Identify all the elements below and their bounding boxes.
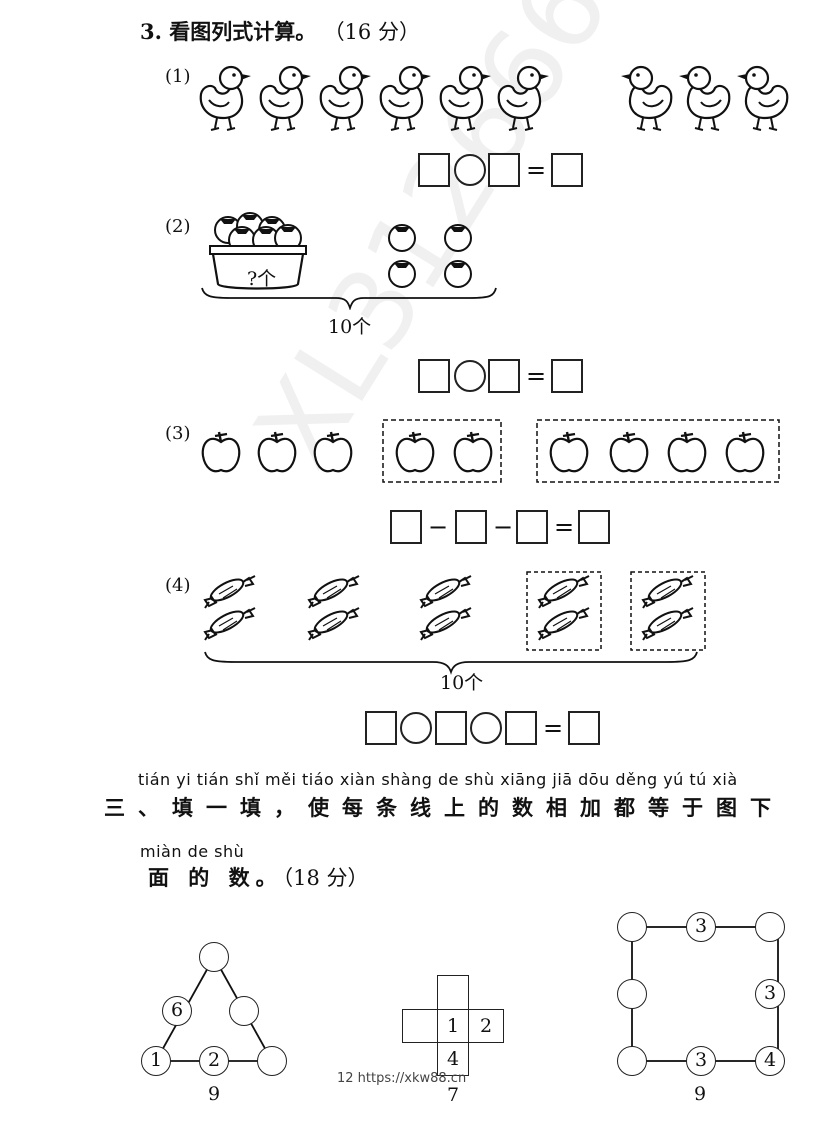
brace-label: 10个 [328, 316, 372, 338]
answer-box[interactable] [365, 711, 397, 745]
answer-box[interactable] [505, 711, 537, 745]
cross-cell-center: 1 [437, 1009, 469, 1043]
section-number: 3. [140, 19, 162, 44]
answer-box[interactable] [418, 359, 450, 393]
square-bottom-mid-node: 3 [686, 1046, 716, 1076]
triangle-right-mid-node[interactable] [229, 996, 259, 1026]
operator-circle[interactable] [470, 712, 502, 744]
answer-box[interactable] [455, 510, 487, 544]
triangle-bottom-mid-node: 2 [199, 1046, 229, 1076]
section-san-points: （18 分） [282, 866, 369, 890]
problem-1-label: (1) [165, 66, 191, 87]
cross-cell-top[interactable] [437, 975, 469, 1010]
operator-circle[interactable] [454, 154, 486, 186]
square-left-mid-node[interactable] [617, 979, 647, 1009]
triangle-bottom-left-node: 1 [141, 1046, 171, 1076]
section-heading: 看图列式计算。 [169, 19, 317, 44]
answer-box[interactable] [578, 510, 610, 544]
answer-box[interactable] [568, 711, 600, 745]
answer-box[interactable] [488, 359, 520, 393]
minus-sign: − [493, 513, 514, 541]
answer-box[interactable] [488, 153, 520, 187]
chicks-illustration [199, 65, 789, 132]
candies-illustration [204, 571, 706, 675]
cross-cell-left[interactable] [402, 1009, 438, 1043]
section-san-title: 三、填一填，使每条线上的数相加都等于图下 [104, 796, 784, 820]
answer-box[interactable] [516, 510, 548, 544]
basket-label: ?个 [247, 268, 277, 290]
problem-4-label: (4) [165, 575, 191, 596]
triangle-left-mid-node: 6 [162, 996, 192, 1026]
equals-sign: = [526, 156, 547, 184]
operator-circle[interactable] [400, 712, 432, 744]
square-top-mid-node: 3 [686, 912, 716, 942]
brace-label: 10个 [440, 672, 484, 694]
square-right-mid-node: 3 [755, 979, 785, 1009]
answer-box[interactable] [418, 153, 450, 187]
section-points: （16 分） [323, 20, 420, 44]
equals-sign: = [543, 714, 564, 742]
answer-box[interactable] [551, 359, 583, 393]
equals-sign: = [554, 513, 575, 541]
operator-circle[interactable] [454, 360, 486, 392]
triangle-top-node[interactable] [199, 942, 229, 972]
square-top-right-node[interactable] [755, 912, 785, 942]
equals-sign: = [526, 362, 547, 390]
page-footer: 12 https://xkw88.cn [337, 1071, 467, 1086]
problem-2-label: (2) [165, 216, 191, 237]
minus-sign: − [428, 513, 449, 541]
title-line-2: 面 的 数。 [148, 866, 283, 890]
section-3-title: 3. 看图列式计算。 （16 分） [140, 16, 420, 46]
cross-target: 7 [447, 1084, 460, 1106]
answer-box[interactable] [435, 711, 467, 745]
apples-row [201, 419, 780, 483]
square-target: 9 [694, 1083, 707, 1105]
cross-cell-bottom: 4 [437, 1042, 469, 1076]
triangle-bottom-right-node[interactable] [257, 1046, 287, 1076]
section-san-title-2: 面 的 数。（18 分） [148, 862, 369, 892]
pinyin-line-2: miàn de shù [140, 842, 245, 861]
problem-3-label: (3) [165, 423, 191, 444]
cross-cell-right: 2 [468, 1009, 504, 1043]
square-bottom-left-node[interactable] [617, 1046, 647, 1076]
basket-and-apples [201, 212, 497, 310]
square-bottom-right-node: 4 [755, 1046, 785, 1076]
triangle-target: 9 [208, 1083, 221, 1105]
square-top-left-node[interactable] [617, 912, 647, 942]
pinyin-line-1: tián yi tián shǐ měi tiáo xiàn shàng de … [138, 770, 738, 789]
answer-box[interactable] [551, 153, 583, 187]
answer-box[interactable] [390, 510, 422, 544]
